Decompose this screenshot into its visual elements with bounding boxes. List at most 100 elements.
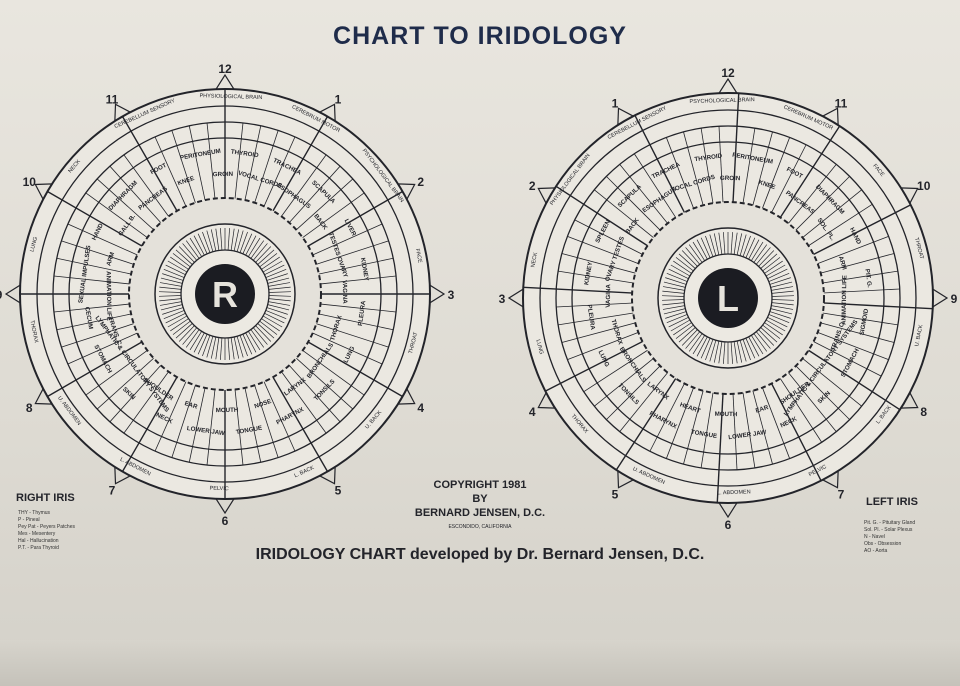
sector-line <box>716 392 724 503</box>
stomach-tick <box>239 335 248 357</box>
sector-line <box>700 128 714 205</box>
sector-line <box>311 223 383 256</box>
clock-number: 3 <box>448 288 455 302</box>
clock-marker-icon <box>396 387 416 405</box>
stomach-tick <box>768 314 790 324</box>
stomach-tick <box>167 315 188 328</box>
stomach-tick <box>756 331 771 349</box>
sector-line <box>816 235 889 265</box>
sector-line <box>154 380 187 452</box>
sector-line <box>85 192 149 239</box>
organ-zone-label: ANIMATION LIFE <box>105 271 113 321</box>
sector-line <box>812 204 911 256</box>
clock-number: 6 <box>222 514 229 528</box>
stomach-tick <box>764 260 783 274</box>
stomach-tick <box>159 282 182 287</box>
stomach-tick <box>705 339 714 361</box>
stomach-tick <box>162 273 184 281</box>
outer-zone-label: PSYCHOLOGICAL BRAIN <box>689 97 754 105</box>
clock-marker-icon <box>821 469 839 489</box>
outer-zone-label: L. ABDOMEN <box>717 489 751 496</box>
stomach-tick <box>170 256 189 270</box>
right-iris-label: RIGHT IRIS <box>16 492 75 504</box>
pupil-letter: R <box>212 274 238 315</box>
stomach-tick <box>662 299 685 301</box>
organ-zone-label: VAGINA <box>605 284 612 308</box>
sector-line <box>123 370 170 434</box>
sector-line <box>319 275 397 285</box>
sector-line <box>819 322 895 343</box>
stomach-tick <box>665 311 687 319</box>
clock-marker-icon <box>429 283 446 305</box>
organ-zone-label: KIDNEY <box>583 260 594 285</box>
clock-marker-icon <box>537 391 557 409</box>
stomach-tick <box>753 244 768 263</box>
stomach-tick <box>253 327 268 345</box>
stomach-tick <box>230 228 235 251</box>
sector-line <box>770 144 807 214</box>
stomach-tick <box>265 268 287 278</box>
stomach-tick <box>770 281 793 288</box>
stomach-tick <box>160 277 183 284</box>
stomach-tick <box>730 341 733 364</box>
stomach-tick <box>673 322 692 336</box>
stomach-tick <box>253 243 268 261</box>
stomach-tick <box>662 302 685 306</box>
stomach-tick <box>233 336 240 359</box>
stomach-tick <box>767 316 788 328</box>
stomach-tick <box>215 337 220 360</box>
stomach-tick <box>261 256 280 270</box>
stomach-tick <box>769 277 791 285</box>
stomach-tick <box>268 282 291 287</box>
stomach-tick <box>692 241 705 261</box>
sector-line <box>594 189 655 239</box>
stomach-tick <box>730 232 733 255</box>
stomach-tick <box>227 228 230 251</box>
stomach-tick <box>742 235 751 257</box>
outer-zone-label: THORAX <box>29 320 39 344</box>
stomach-tick <box>688 244 703 263</box>
iris-ring <box>539 109 917 487</box>
outer-zone-label: NECK <box>530 252 539 268</box>
clock-number: 1 <box>612 96 619 110</box>
sector-line <box>109 364 162 423</box>
stomach-tick <box>663 281 686 288</box>
stomach-tick <box>748 239 760 260</box>
stomach-tick <box>685 247 700 265</box>
outer-zone-label: PELVIC <box>210 486 229 493</box>
sector-line <box>807 203 873 247</box>
sector-line <box>171 130 197 204</box>
copyright-line-2: BY <box>472 493 488 505</box>
sector-line <box>732 93 740 204</box>
stomach-tick <box>242 334 253 355</box>
stomach-tick <box>663 308 686 315</box>
stomach-tick <box>236 230 244 252</box>
stomach-tick <box>723 341 726 364</box>
sector-line <box>56 313 133 331</box>
sector-line <box>288 364 341 423</box>
stomach-tick <box>739 234 747 256</box>
sector-line <box>801 357 862 407</box>
stomach-tick <box>665 277 687 285</box>
stomach-tick <box>165 264 186 276</box>
stomach-tick <box>745 237 756 258</box>
clock-marker-icon <box>114 103 132 123</box>
sector-line <box>67 332 139 365</box>
stomach-tick <box>255 325 272 342</box>
sector-line <box>558 270 635 284</box>
stomach-tick <box>700 338 711 359</box>
sector-line <box>732 392 738 470</box>
organ-zone-label: GROIN <box>213 171 234 178</box>
sector-line <box>288 165 341 224</box>
stomach-tick <box>159 301 182 306</box>
stomach-tick <box>662 295 685 297</box>
sector-line <box>770 382 822 481</box>
clock-number: 11 <box>106 92 119 106</box>
copyright-line-3: BERNARD JENSEN, D.C. <box>414 507 546 519</box>
stomach-tick <box>670 264 691 277</box>
sector-line <box>315 322 389 348</box>
stomach-tick <box>163 268 185 278</box>
clock-marker-icon <box>318 103 336 123</box>
stomach-tick <box>668 268 689 280</box>
organ-zone-label: TONGUE <box>690 429 717 440</box>
